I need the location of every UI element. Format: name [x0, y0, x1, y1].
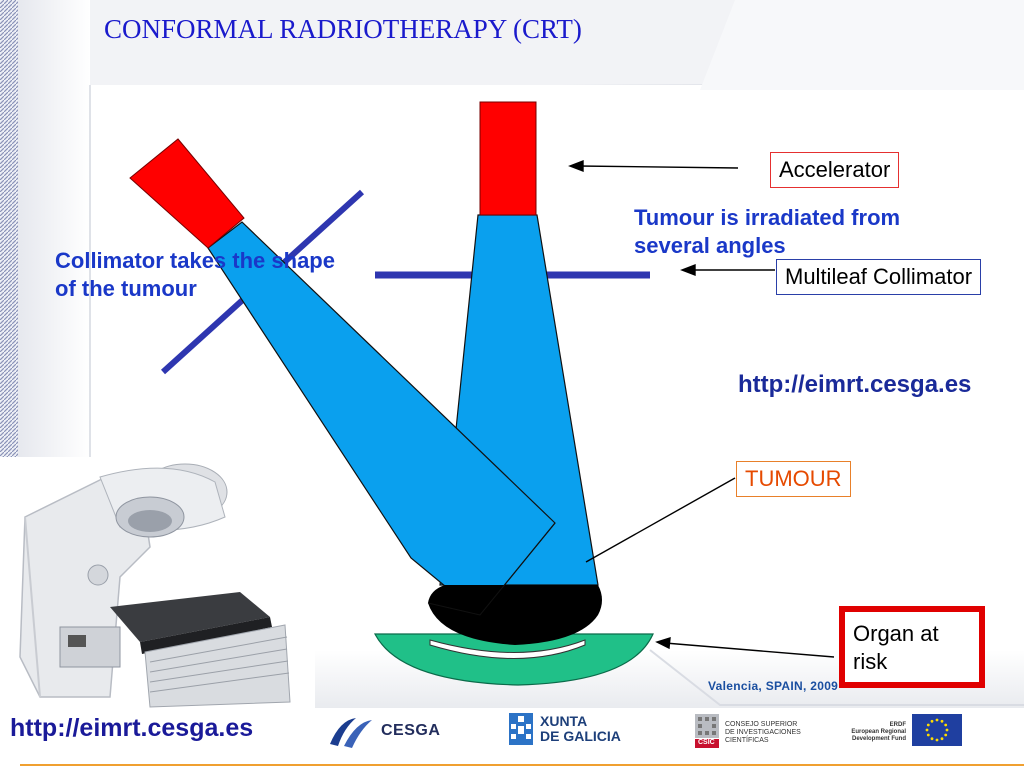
accelerator-angled	[129, 138, 245, 249]
erdf-text: ERDF European Regional Development Fund	[842, 722, 906, 743]
title-band-fold	[700, 0, 1024, 90]
arrow-accelerator	[577, 165, 739, 169]
organ-at-risk-line1: Organ at	[853, 621, 939, 646]
csic-text: CONSEJO SUPERIOR DE INVESTIGACIONES CIEN…	[725, 721, 801, 745]
csic-text-line1: CONSEJO SUPERIOR	[725, 721, 798, 728]
multileaf-collimator-label: Multileaf Collimator	[776, 259, 982, 295]
organ-margin	[429, 639, 586, 659]
multileaf-collimator-text: Multileaf Collimator	[785, 264, 973, 289]
cesga-logo: CESGA	[326, 712, 456, 752]
tumour-irradiated-caption: Tumour is irradiated from several angles	[634, 204, 900, 260]
xunta-shield-icon	[509, 713, 533, 745]
organ-at-risk-label: Organ at risk	[839, 606, 985, 688]
erdf-logo: ERDF European Regional Development Fund	[842, 712, 967, 748]
csic-text-line2: DE INVESTIGACIONES	[725, 729, 801, 736]
location-date: Valencia, SPAIN, 2009	[708, 679, 839, 693]
url-link-right[interactable]: http://eimrt.cesga.es	[738, 371, 972, 398]
xunta-text: XUNTA DE GALICIA	[540, 714, 621, 744]
cesga-text: CESGA	[381, 722, 441, 739]
xunta-logo: XUNTA DE GALICIA	[508, 712, 633, 748]
csic-badge-text: CSIC	[698, 739, 715, 746]
erdf-text-line3: Development Fund	[851, 736, 906, 742]
eu-flag-icon	[912, 714, 962, 746]
csic-text-line3: CIENTÍFICAS	[725, 737, 769, 744]
arrow-organ	[664, 642, 835, 658]
collimator-shape-line1: Collimator takes the shape	[55, 248, 335, 273]
erdf-text-line1: ERDF	[889, 722, 906, 728]
footer-url-link[interactable]: http://eimrt.cesga.es	[10, 714, 254, 742]
xunta-text-line1: XUNTA	[540, 713, 588, 729]
accelerator-label: Accelerator	[770, 152, 900, 188]
tumour-irradiated-line2: several angles	[634, 233, 786, 258]
accelerator-vertical	[479, 101, 537, 216]
collimator-shape-caption: Collimator takes the shape of the tumour	[55, 247, 335, 303]
collimator-shape-line2: of the tumour	[55, 276, 197, 301]
page-title: CONFORMAL RADRIOTHERAPY (CRT)	[104, 14, 582, 44]
tumour-shape	[428, 585, 602, 645]
tumour-text: TUMOUR	[745, 466, 842, 491]
tumour-label: TUMOUR	[736, 461, 851, 497]
erdf-text-line2: European Regional	[851, 729, 906, 735]
xunta-text-line2: DE GALICIA	[540, 728, 621, 744]
line-tumour	[585, 477, 736, 563]
cesga-swoosh-icon	[330, 718, 372, 748]
organ-at-risk-line2: risk	[853, 649, 888, 674]
linear-accelerator-machine-image	[0, 457, 315, 708]
csic-logo: CSIC CONSEJO SUPERIOR DE INVESTIGACIONES…	[693, 712, 803, 752]
csic-emblem-icon	[695, 714, 719, 748]
accelerator-text: Accelerator	[779, 157, 891, 182]
tumour-irradiated-line1: Tumour is irradiated from	[634, 205, 901, 230]
